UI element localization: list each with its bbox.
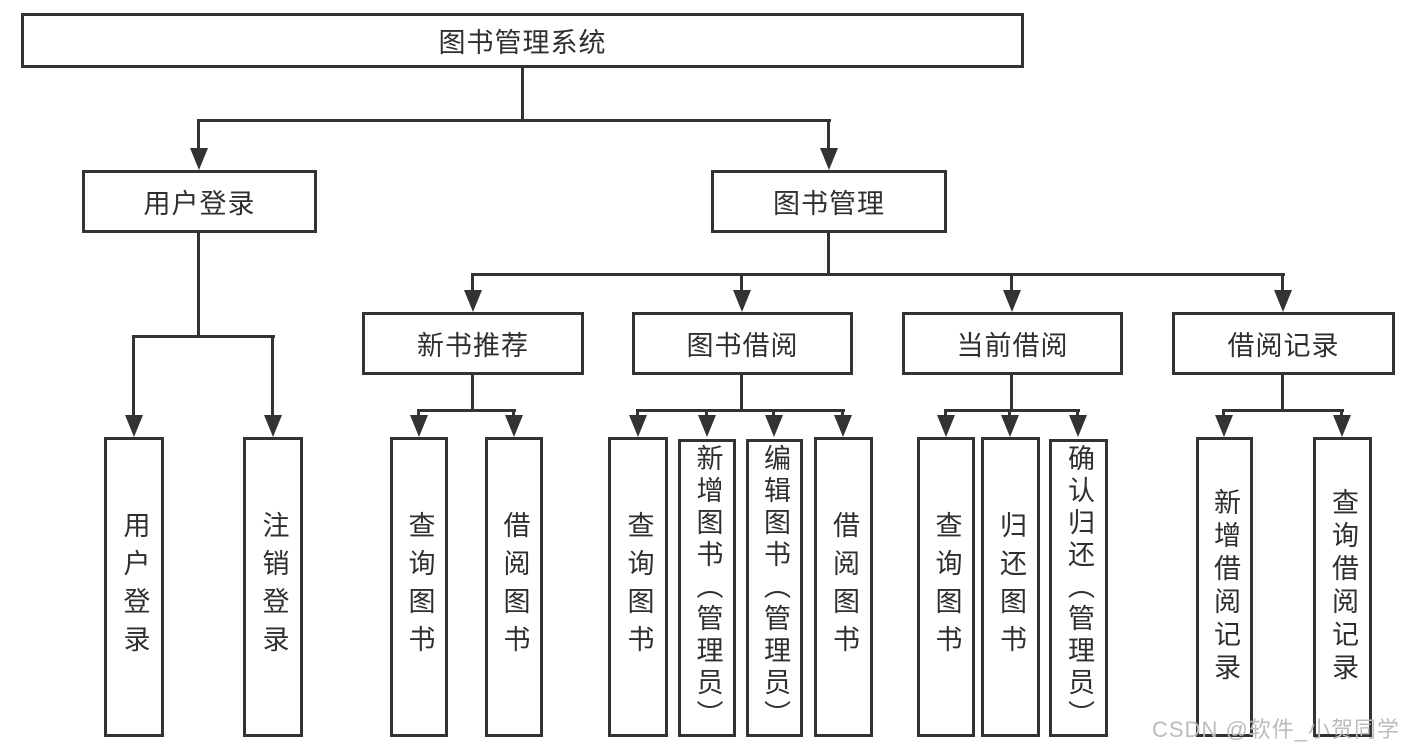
- leaf-label: 编辑图书（管理员）: [760, 444, 790, 732]
- leaf-edit-books-admin: 编辑图书（管理员）: [746, 439, 803, 737]
- arrowhead-down: [937, 415, 955, 437]
- leaf-query-books-recommend: 查询图书: [390, 437, 448, 737]
- arrowhead-down: [698, 415, 716, 437]
- watermark-csdn: CSDN @软件_小贺同学: [1152, 717, 1401, 742]
- node-label: 图书管理: [773, 189, 885, 219]
- connector-drop: [772, 409, 775, 419]
- connector-rail: [636, 409, 845, 412]
- connector-stem: [827, 233, 830, 273]
- connector-drop: [197, 119, 200, 152]
- arrowhead-down: [1333, 415, 1351, 437]
- connector-drop: [944, 409, 947, 419]
- arrowhead-down: [264, 415, 282, 437]
- leaf-borrow-books-recommend: 借阅图书: [485, 437, 543, 737]
- leaf-query-borrow-record: 查询借阅记录: [1313, 437, 1372, 737]
- connector-stem: [740, 375, 743, 409]
- connector-drop: [705, 409, 708, 419]
- arrowhead-down: [1069, 415, 1087, 437]
- connector-drop: [271, 335, 274, 417]
- connector-rail: [1222, 409, 1344, 412]
- leaf-label: 借阅图书: [499, 511, 530, 663]
- connector-drop: [827, 119, 830, 152]
- connector-stem: [1010, 375, 1013, 409]
- node-borrow-records: 借阅记录: [1172, 312, 1395, 375]
- connector-stem: [197, 233, 200, 335]
- connector-drop: [1076, 409, 1079, 419]
- connector-root-stem: [521, 68, 524, 119]
- leaf-label: 归还图书: [996, 511, 1026, 663]
- leaf-query-books-current: 查询图书: [917, 437, 975, 737]
- arrowhead-down: [505, 415, 523, 437]
- node-label: 新书推荐: [417, 331, 529, 361]
- leaf-user-login: 用户登录: [104, 437, 164, 737]
- leaf-label: 查询图书: [931, 511, 962, 663]
- connector-drop: [841, 409, 844, 419]
- connector-rail: [944, 409, 1080, 412]
- node-new-book-recommend: 新书推荐: [362, 312, 584, 375]
- node-current-borrowing: 当前借阅: [902, 312, 1123, 375]
- connector-stem: [1281, 375, 1284, 409]
- arrowhead-down: [1215, 415, 1233, 437]
- leaf-add-borrow-record: 新增借阅记录: [1196, 437, 1253, 737]
- node-label: 图书管理系统: [438, 28, 607, 58]
- arrowhead-down: [1001, 415, 1019, 437]
- connector-drop: [471, 273, 474, 292]
- connector-rail: [471, 273, 1285, 276]
- connector-drop: [636, 409, 639, 419]
- connector-drop: [417, 409, 420, 419]
- arrowhead-down: [733, 290, 751, 312]
- leaf-label: 确认归还（管理员）: [1064, 444, 1094, 732]
- connector-drop: [1010, 273, 1013, 292]
- node-label: 图书借阅: [686, 331, 799, 361]
- connector-rail: [132, 335, 275, 338]
- arrowhead-down: [190, 148, 208, 170]
- leaf-query-books-borrowing: 查询图书: [608, 437, 668, 737]
- connector-drop: [512, 409, 515, 419]
- arrowhead-down: [820, 148, 838, 170]
- leaf-label: 查询图书: [623, 511, 654, 663]
- connector-drop: [132, 335, 135, 417]
- leaf-label: 用户登录: [119, 511, 150, 663]
- leaf-label: 借阅图书: [829, 511, 859, 663]
- leaf-label: 新增借阅记录: [1210, 488, 1240, 686]
- connector-root-rail: [198, 119, 831, 122]
- leaf-return-books: 归还图书: [981, 437, 1040, 737]
- connector-drop: [1281, 273, 1284, 292]
- arrowhead-down: [464, 290, 482, 312]
- leaf-add-books-admin: 新增图书（管理员）: [678, 439, 736, 737]
- connector-rail: [417, 409, 516, 412]
- connector-drop: [1008, 409, 1011, 419]
- connector-drop: [1222, 409, 1225, 419]
- arrowhead-down: [1003, 290, 1021, 312]
- node-label: 当前借阅: [956, 331, 1069, 361]
- arrowhead-down: [629, 415, 647, 437]
- node-book-management: 图书管理: [711, 170, 947, 233]
- connector-stem: [471, 375, 474, 409]
- node-label: 借阅记录: [1227, 331, 1340, 361]
- connector-drop: [1340, 409, 1343, 419]
- leaf-label: 查询借阅记录: [1328, 488, 1358, 686]
- leaf-borrow-books-borrowing: 借阅图书: [814, 437, 873, 737]
- arrowhead-down: [1274, 290, 1292, 312]
- node-library-system: 图书管理系统: [21, 13, 1024, 68]
- arrowhead-down: [765, 415, 783, 437]
- leaf-label: 新增图书（管理员）: [692, 444, 723, 732]
- arrowhead-down: [125, 415, 143, 437]
- leaf-logout: 注销登录: [243, 437, 303, 737]
- leaf-label: 注销登录: [258, 511, 289, 663]
- node-book-borrowing: 图书借阅: [632, 312, 853, 375]
- connector-drop: [740, 273, 743, 292]
- leaf-confirm-return-admin: 确认归还（管理员）: [1049, 439, 1108, 737]
- leaf-label: 查询图书: [404, 511, 435, 663]
- node-user-login: 用户登录: [82, 170, 317, 233]
- arrowhead-down: [410, 415, 428, 437]
- node-label: 用户登录: [143, 189, 256, 219]
- arrowhead-down: [834, 415, 852, 437]
